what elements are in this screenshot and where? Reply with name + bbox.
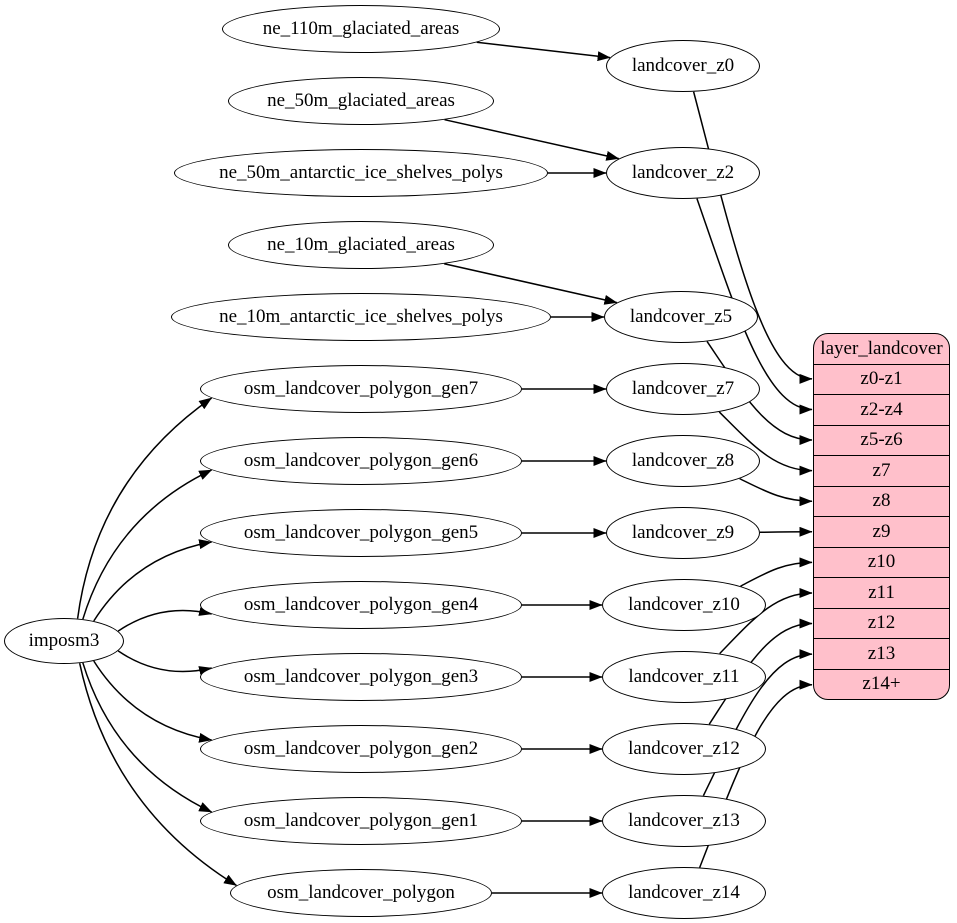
node-label: landcover_z5 (629, 306, 733, 327)
edge-landcover_z11-to-layer_landcover-z11 (719, 587, 813, 655)
edge-landcover_z12-to-layer_landcover-z12 (708, 618, 813, 725)
edge-imposm3-to-osm_landcover_polygon_gen7 (76, 397, 213, 619)
node-label: landcover_z2 (631, 162, 735, 183)
record-row-z11: z11 (814, 577, 949, 608)
node-label: osm_landcover_polygon_gen2 (243, 738, 479, 759)
node-osm_landcover_polygon: osm_landcover_polygon (230, 869, 492, 917)
node-landcover_z5: landcover_z5 (604, 291, 758, 343)
node-label: osm_landcover_polygon (267, 882, 455, 903)
edge-imposm3-to-osm_landcover_polygon_gen6 (82, 469, 213, 620)
node-label: ne_50m_antarctic_ice_shelves_polys (219, 162, 503, 183)
node-label: ne_10m_antarctic_ice_shelves_polys (219, 306, 503, 327)
node-osm_landcover_polygon_gen2: osm_landcover_polygon_gen2 (200, 725, 522, 773)
node-label: ne_50m_glaciated_areas (267, 90, 455, 111)
node-label: landcover_z13 (628, 810, 740, 831)
node-landcover_z0: landcover_z0 (606, 40, 760, 92)
record-row-z13: z13 (814, 638, 949, 669)
record-row-z0-z1: z0-z1 (814, 363, 949, 395)
record-row-z14+: z14+ (814, 668, 949, 700)
edge-ne_50m_glaciated_areas-to-landcover_z2 (444, 118, 620, 161)
node-osm_landcover_polygon_gen4: osm_landcover_polygon_gen4 (200, 581, 522, 629)
node-ne_110m_glaciated_areas: ne_110m_glaciated_areas (222, 5, 500, 53)
node-label: osm_landcover_polygon_gen7 (243, 378, 479, 399)
node-label: osm_landcover_polygon_gen1 (243, 810, 479, 831)
edge-landcover_z2-to-layer_landcover-z2-z4 (696, 198, 813, 415)
record-title: layer_landcover (820, 337, 943, 359)
node-label: osm_landcover_polygon_gen4 (243, 594, 479, 615)
node-landcover_z8: landcover_z8 (606, 435, 760, 487)
node-osm_landcover_polygon_gen6: osm_landcover_polygon_gen6 (200, 437, 522, 485)
node-osm_landcover_polygon_gen7: osm_landcover_polygon_gen7 (200, 365, 522, 413)
node-osm_landcover_polygon_gen1: osm_landcover_polygon_gen1 (200, 797, 522, 845)
record-row-z5-z6: z5-z6 (814, 424, 949, 456)
edge-imposm3-to-osm_landcover_polygon_gen2 (93, 660, 213, 743)
edge-imposm3-to-osm_landcover_polygon_gen4 (117, 606, 213, 632)
node-landcover_z9: landcover_z9 (606, 507, 760, 559)
edge-landcover_z7-to-layer_landcover-z7 (718, 411, 813, 476)
edge-landcover_z10-to-layer_landcover-z10 (740, 557, 813, 587)
node-label: osm_landcover_polygon_gen3 (243, 666, 479, 687)
node-label: landcover_z7 (631, 378, 735, 399)
record-row-z12: z12 (814, 607, 949, 639)
node-osm_landcover_polygon_gen3: osm_landcover_polygon_gen3 (200, 653, 522, 701)
record-row-z9: z9 (814, 516, 949, 547)
edge-landcover_z8-to-layer_landcover-z8 (739, 477, 813, 507)
node-landcover_z14: landcover_z14 (602, 867, 766, 919)
node-label: ne_110m_glaciated_areas (262, 18, 460, 39)
node-ne_10m_glaciated_areas: ne_10m_glaciated_areas (228, 221, 494, 269)
node-label: imposm3 (28, 630, 100, 651)
edge-ne_10m_glaciated_areas-to-landcover_z5 (444, 262, 618, 305)
node-ne_10m_antarctic_ice_shelves_polys: ne_10m_antarctic_ice_shelves_polys (171, 293, 551, 341)
node-label: ne_10m_glaciated_areas (267, 234, 455, 255)
edge-imposm3-to-osm_landcover_polygon_gen1 (82, 662, 213, 813)
node-landcover_z2: landcover_z2 (606, 147, 760, 199)
record-row-z2-z4: z2-z4 (814, 394, 949, 425)
node-ne_50m_glaciated_areas: ne_50m_glaciated_areas (228, 77, 494, 125)
node-label: landcover_z0 (631, 55, 735, 76)
edge-imposm3-to-osm_landcover_polygon (78, 663, 237, 887)
record-row-z10: z10 (814, 546, 949, 578)
node-imposm3: imposm3 (4, 618, 124, 664)
node-osm_landcover_polygon_gen5: osm_landcover_polygon_gen5 (200, 509, 522, 557)
node-landcover_z7: landcover_z7 (606, 363, 760, 415)
node-landcover_z10: landcover_z10 (602, 579, 766, 631)
node-label: landcover_z8 (631, 450, 735, 471)
record-row-z7: z7 (814, 455, 949, 486)
node-label: landcover_z10 (628, 594, 740, 615)
record-row-z8: z8 (814, 485, 949, 517)
node-landcover_z11: landcover_z11 (602, 651, 766, 703)
node-ne_50m_antarctic_ice_shelves_polys: ne_50m_antarctic_ice_shelves_polys (174, 149, 548, 197)
edge-imposm3-to-osm_landcover_polygon_gen5 (93, 539, 213, 622)
node-label: landcover_z11 (628, 666, 740, 687)
edge-imposm3-to-osm_landcover_polygon_gen3 (117, 650, 213, 676)
node-landcover_z12: landcover_z12 (602, 723, 766, 775)
node-label: landcover_z9 (631, 522, 735, 543)
node-label: osm_landcover_polygon_gen6 (243, 450, 479, 471)
edge-landcover_z5-to-layer_landcover-z5-z6 (706, 341, 813, 446)
edge-ne_110m_glaciated_areas-to-landcover_z0 (476, 41, 611, 62)
node-label: landcover_z12 (628, 738, 740, 759)
node-label: osm_landcover_polygon_gen5 (243, 522, 479, 543)
node-label: landcover_z14 (628, 882, 740, 903)
node-landcover_z13: landcover_z13 (602, 795, 766, 847)
